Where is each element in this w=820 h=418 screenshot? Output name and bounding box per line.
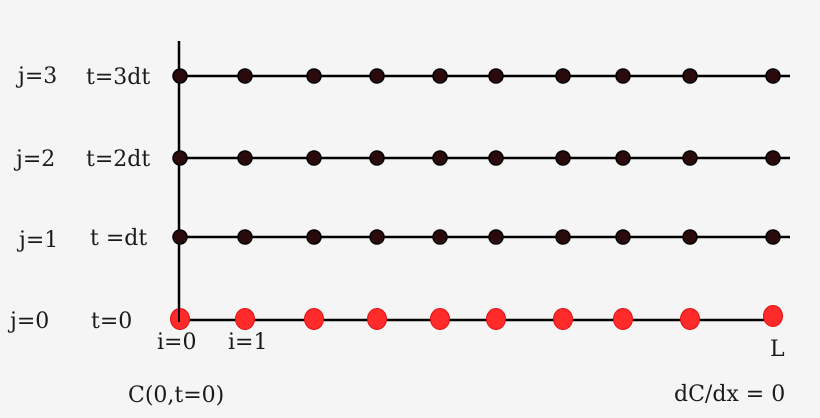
- initial-condition-node: [486, 308, 506, 330]
- initial-condition-node: [430, 308, 450, 330]
- grid-node: [488, 229, 504, 245]
- grid-node: [306, 229, 322, 245]
- grid-node: [615, 150, 631, 166]
- grid-node: [237, 229, 253, 245]
- grid-node: [306, 150, 322, 166]
- grid-node: [369, 150, 385, 166]
- grid-nodes: [170, 68, 783, 330]
- initial-condition-node: [680, 308, 700, 330]
- initial-condition-node: [304, 308, 324, 330]
- initial-condition-node: [367, 308, 387, 330]
- left-boundary-condition: C(0,t=0): [128, 383, 224, 408]
- grid-node: [237, 68, 253, 84]
- grid-node: [488, 150, 504, 166]
- grid-node: [488, 68, 504, 84]
- grid-node: [765, 150, 781, 166]
- j-label-2: j=2: [13, 147, 55, 172]
- grid-node: [369, 229, 385, 245]
- grid-node: [615, 229, 631, 245]
- t-label-3: t=3dt: [86, 65, 150, 90]
- grid-node: [237, 150, 253, 166]
- grid-node: [765, 229, 781, 245]
- grid-lines: [179, 74, 790, 322]
- i-label-1: i=1: [228, 330, 267, 355]
- t-label-0: t=0: [91, 309, 132, 334]
- grid-node: [555, 150, 571, 166]
- row-labels: j=3 t=3dt j=2 t=2dt j=1 t =dt j=0 t=0: [7, 64, 150, 334]
- j-label-3: j=3: [15, 64, 57, 89]
- initial-condition-node: [763, 305, 783, 327]
- grid-node: [306, 68, 322, 84]
- grid-node: [172, 150, 188, 166]
- i-label-0: i=0: [157, 330, 196, 355]
- initial-condition-node: [235, 308, 255, 330]
- grid-node: [369, 68, 385, 84]
- t-label-1: t =dt: [90, 226, 147, 251]
- right-boundary-condition: dC/dx = 0: [674, 382, 785, 407]
- grid-node: [172, 68, 188, 84]
- grid-node: [555, 68, 571, 84]
- grid-node: [682, 229, 698, 245]
- grid-node: [765, 68, 781, 84]
- initial-condition-node: [613, 308, 633, 330]
- grid-node: [615, 68, 631, 84]
- j-label-0: j=0: [7, 309, 49, 334]
- grid-node: [682, 150, 698, 166]
- grid-node: [432, 150, 448, 166]
- grid-node: [555, 229, 571, 245]
- grid-node: [682, 68, 698, 84]
- t-label-2: t=2dt: [86, 147, 150, 172]
- grid-node: [432, 68, 448, 84]
- grid-node: [432, 229, 448, 245]
- x-labels: i=0 i=1 L: [157, 330, 785, 362]
- initial-condition-node: [553, 308, 573, 330]
- j-label-1: j=1: [16, 228, 58, 253]
- length-label: L: [770, 337, 785, 362]
- grid-node: [172, 229, 188, 245]
